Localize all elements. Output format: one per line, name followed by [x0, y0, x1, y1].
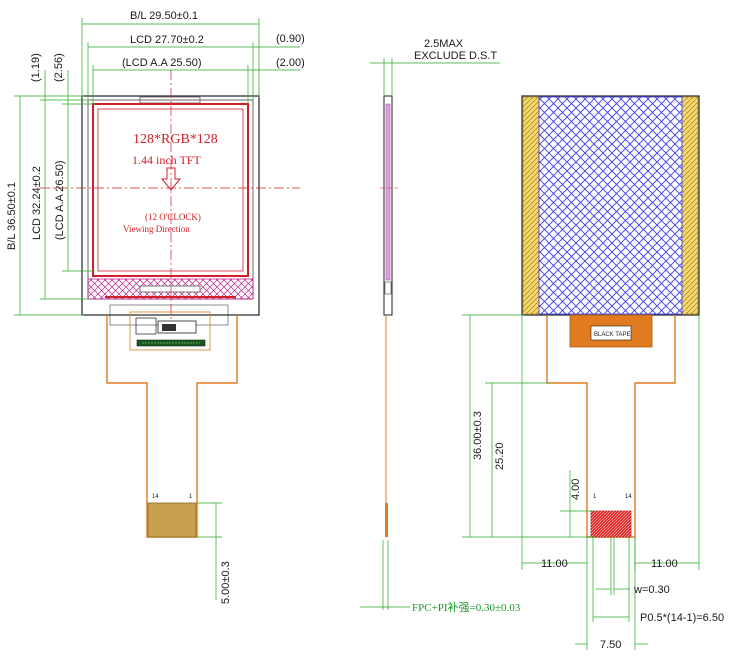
dim-thickness: 2.5MAX: [424, 38, 464, 50]
dim-top-offset-1: (1.19): [30, 53, 42, 82]
lcd-glass-outline: [87, 99, 254, 300]
dim-bl-width: B/L 29.50±0.1: [130, 10, 198, 22]
viewing-direction-arrow-icon: [160, 167, 182, 191]
dim-right-offset-2: (2.00): [276, 57, 305, 69]
dim-thickness-note: EXCLUDE D.S.T: [414, 50, 497, 62]
side-module: [383, 95, 393, 316]
dim-lcd-width: LCD 27.70±0.2: [130, 34, 204, 46]
back-pin-1-label: 1: [593, 494, 597, 500]
clock-label: (12 O'CLOCK): [145, 212, 201, 222]
dim-tail-length: 5.00±0.3: [220, 561, 232, 604]
back-view: BLACK TAPE 1 14 36.00±0.3 25.20 4.00: [462, 95, 724, 651]
dim-fpc-length: 36.00±0.3: [472, 411, 484, 460]
front-view: 128*RGB*128 1.44 inch TFT (12 O'CLOCK) V…: [6, 10, 305, 604]
dim-left-margin: 11.00: [541, 558, 568, 570]
dim-pad-length: 4.00: [570, 479, 582, 500]
dim-right-offset-1: (0.90): [276, 33, 305, 45]
backlight-outline: [81, 95, 260, 316]
dim-active-height: (LCD A.A 26.50): [54, 161, 66, 241]
dim-right-margin: 11.00: [651, 558, 678, 570]
side-view: 2.5MAX EXCLUDE D.S.T FPC+PI补强=0.30±0.03: [360, 38, 521, 614]
dim-fpc-thickness: FPC+PI补强=0.30±0.03: [412, 601, 521, 614]
dim-pitch: P0.5*(14-1)=6.50: [640, 612, 724, 624]
back-pin-14-label: 14: [625, 494, 632, 500]
dim-top-offset-2: (2.56): [53, 53, 65, 82]
fpc-gold-pad: [147, 502, 197, 538]
dim-lcd-height: LCD 32.24±0.2: [31, 166, 43, 240]
front-pin-14-label: 14: [152, 494, 159, 500]
dim-tail-width: 7.50: [600, 639, 621, 651]
active-area: [92, 103, 249, 277]
dim-pad-width: w=0.30: [633, 584, 670, 596]
driver-ic: [139, 285, 201, 293]
size-label: 1.44 inch TFT: [132, 153, 201, 167]
black-tape-label: BLACK TAPE: [594, 332, 630, 338]
dim-bl-height: B/L 36.50±0.1: [6, 182, 18, 250]
viewing-direction-label: Viewing Direction: [123, 224, 190, 234]
dim-fpc-inner: 25.20: [494, 442, 506, 470]
fpc-back: [546, 315, 676, 538]
front-pin-1-label: 1: [189, 494, 193, 500]
resolution-label: 128*RGB*128: [133, 132, 218, 147]
view-area: [97, 108, 244, 272]
dim-active-width: (LCD A.A 25.50): [122, 57, 202, 69]
